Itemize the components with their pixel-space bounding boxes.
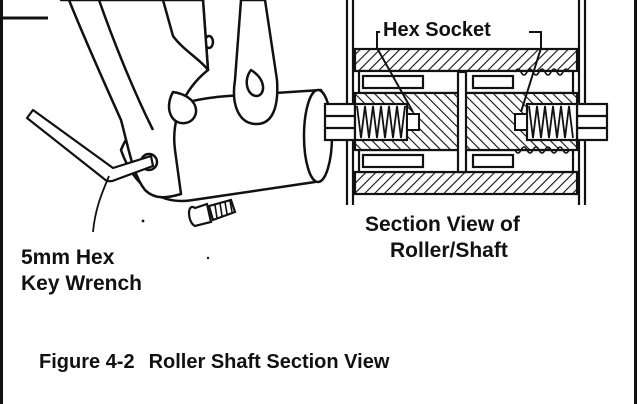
spring-right — [528, 105, 574, 139]
hex-key-wrench — [25, 108, 155, 183]
roller-bracket-drawing — [59, 0, 334, 203]
figure-caption: Figure 4-2 Roller Shaft Section View — [39, 351, 389, 374]
hex-socket-label: Hex Socket — [380, 20, 494, 40]
hex-key-label-line2: Key Wrench — [21, 272, 142, 295]
figure-illustration — [3, 0, 609, 260]
spring-outer-top — [514, 68, 570, 154]
hex-key-label-line1: 5mm Hex — [21, 246, 115, 269]
key-leader-line — [92, 175, 110, 233]
hex-socket-marks — [406, 113, 528, 131]
roller-section-drawing — [323, 0, 609, 205]
figure-title: Roller Shaft Section View — [148, 351, 390, 373]
spring-left — [356, 105, 406, 139]
figure-number: Figure 4-2 — [39, 351, 135, 373]
screw — [187, 198, 237, 228]
section-view-label-line1: Section View of — [365, 213, 520, 236]
section-view-label-line2: Roller/Shaft — [390, 239, 508, 262]
